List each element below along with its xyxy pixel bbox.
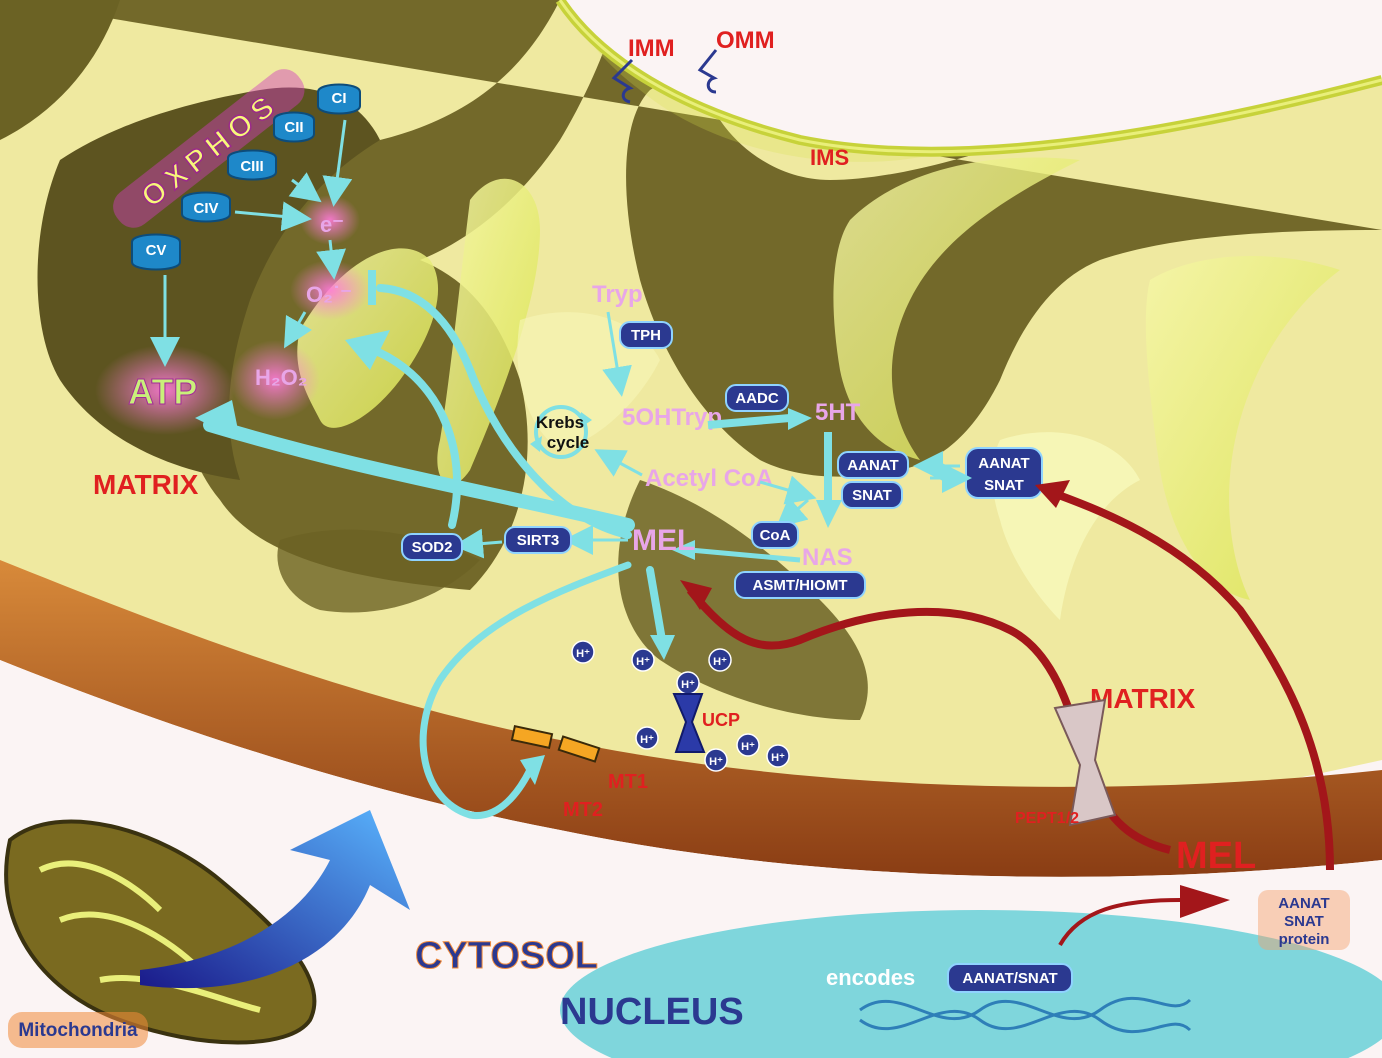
aanat-snat-outer-badge: AANAT SNAT xyxy=(965,447,1043,499)
gene-badge: AANAT/SNAT xyxy=(947,963,1073,993)
mel-cytosol-label: MEL xyxy=(1176,835,1256,877)
mt1-receptor-icon xyxy=(510,725,554,749)
encodes-label: encodes xyxy=(826,965,915,990)
mitochondria-icon xyxy=(4,819,317,1045)
protons: H⁺ H⁺ H⁺ H⁺ H⁺ H⁺ H⁺ H⁺ xyxy=(571,640,790,772)
svg-text:CIII: CIII xyxy=(240,158,263,175)
aanat-snat-protein-label: AANAT SNAT protein xyxy=(1258,890,1350,950)
svg-text:SIRT3: SIRT3 xyxy=(517,532,560,549)
cytosol-label: CYTOSOL xyxy=(415,935,598,977)
mt2-label: MT2 xyxy=(563,799,603,821)
svg-text:SNAT: SNAT xyxy=(984,477,1024,494)
complex-civ: CIV xyxy=(181,191,231,223)
5ohtryp-label: 5OHTryp xyxy=(622,404,722,431)
svg-text:SOD2: SOD2 xyxy=(412,539,453,556)
pept-transporter-icon xyxy=(1053,698,1117,827)
imm-label: IMM xyxy=(628,35,675,62)
svg-text:CV: CV xyxy=(146,242,167,259)
tph-badge: TPH xyxy=(619,321,673,349)
mt2-receptor-icon xyxy=(557,735,601,763)
svg-text:SNAT: SNAT xyxy=(852,487,892,504)
krebs-label-line1: Krebs xyxy=(536,413,584,432)
ims-label: IMS xyxy=(810,145,849,170)
svg-text:CoA: CoA xyxy=(760,527,791,544)
svg-text:SNAT: SNAT xyxy=(1284,913,1324,930)
zoom-arrow-icon xyxy=(140,810,410,989)
5ht-label: 5HT xyxy=(815,399,861,426)
complex-cii: CII xyxy=(273,111,315,143)
matrix-left-label: MATRIX xyxy=(93,469,199,500)
mitochondria-caption: Mitochondria xyxy=(8,1012,148,1048)
omm-label: OMM xyxy=(716,27,775,54)
pept-label: PEPT1/2 xyxy=(1015,810,1079,827)
superoxide-label: O₂˙⁻ xyxy=(306,282,352,307)
svg-text:AANAT/SNAT: AANAT/SNAT xyxy=(962,970,1057,987)
svg-text:protein: protein xyxy=(1279,931,1330,948)
aanat-inner-badge: AANAT xyxy=(837,451,909,479)
svg-text:H⁺: H⁺ xyxy=(771,752,785,764)
svg-text:AANAT: AANAT xyxy=(978,455,1029,472)
acetyl-coa-label: Acetyl CoA xyxy=(645,465,773,492)
mt1-label: MT1 xyxy=(608,771,648,793)
svg-text:ASMT/HIOMT: ASMT/HIOMT xyxy=(753,577,848,594)
outer-membrane-top xyxy=(560,0,1382,152)
electron-label: e⁻ xyxy=(320,212,344,237)
nas-label: NAS xyxy=(802,544,853,571)
sod2-badge: SOD2 xyxy=(401,533,463,561)
svg-text:AADC: AADC xyxy=(735,390,778,407)
svg-text:H⁺: H⁺ xyxy=(681,679,695,691)
mel-effect-arrows xyxy=(203,284,666,819)
atp-label: ATP xyxy=(128,371,197,412)
ucp-label: UCP xyxy=(702,710,740,730)
oxphos-complexes: CI CII CIII CIV CV xyxy=(131,83,361,271)
svg-text:H⁺: H⁺ xyxy=(709,756,723,768)
outer-membrane-bottom xyxy=(0,560,1382,877)
nucleus-label: NUCLEUS xyxy=(560,991,744,1033)
svg-text:H⁺: H⁺ xyxy=(636,656,650,668)
svg-text:AANAT: AANAT xyxy=(847,457,898,474)
svg-text:CIV: CIV xyxy=(193,200,218,217)
svg-text:CI: CI xyxy=(332,90,347,107)
svg-text:Mitochondria: Mitochondria xyxy=(18,1020,138,1041)
sirt3-badge: SIRT3 xyxy=(504,526,572,554)
dna-helix-icon xyxy=(859,997,1192,1033)
svg-text:H⁺: H⁺ xyxy=(576,648,590,660)
krebs-label-line2: cycle xyxy=(547,433,590,452)
complex-cv: CV xyxy=(131,233,181,271)
matrix-right-label: MATRIX xyxy=(1090,683,1196,714)
ucp-channel-icon xyxy=(672,693,706,753)
aadc-badge: AADC xyxy=(725,384,789,412)
coa-badge: CoA xyxy=(751,521,799,549)
snat-inner-badge: SNAT xyxy=(841,481,903,509)
krebs-cycle-icon xyxy=(530,405,592,459)
svg-text:H⁺: H⁺ xyxy=(713,656,727,668)
mel-center-label: MEL xyxy=(632,524,695,557)
complex-ci: CI xyxy=(317,83,361,115)
svg-text:TPH: TPH xyxy=(631,327,661,344)
svg-text:AANAT: AANAT xyxy=(1278,895,1329,912)
svg-text:H⁺: H⁺ xyxy=(741,741,755,753)
h2o2-label: H₂O₂ xyxy=(255,365,308,390)
svg-text:CII: CII xyxy=(284,119,303,136)
tryp-label: Tryp xyxy=(592,281,643,308)
complex-ciii: CIII xyxy=(227,149,277,181)
asmt-badge: ASMT/HIOMT xyxy=(734,571,866,599)
svg-text:H⁺: H⁺ xyxy=(640,734,654,746)
